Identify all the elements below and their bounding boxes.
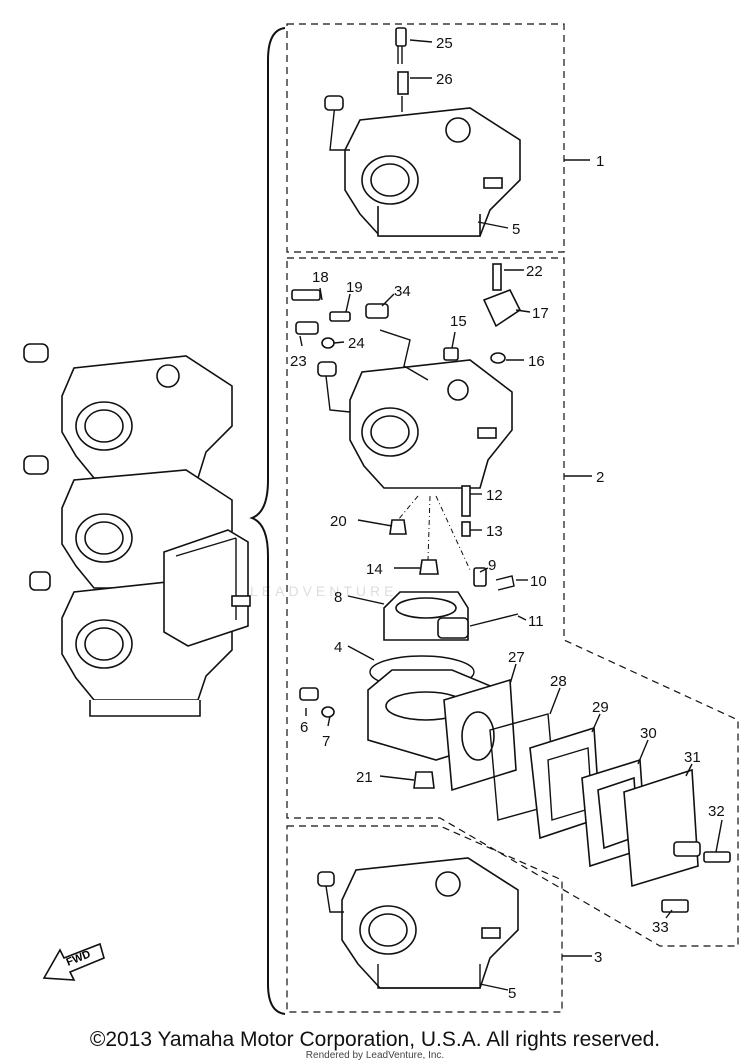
callout-15: 15 (450, 313, 467, 330)
callout-33: 33 (652, 919, 669, 936)
callout-10: 10 (530, 573, 547, 590)
carburetor-stack-drawing (23, 343, 251, 717)
callout-11: 11 (528, 613, 544, 630)
leader-lines (299, 39, 723, 991)
callout-6: 6 (300, 719, 308, 736)
rendered-by-text: Rendered by LeadVenture, Inc. (305, 1050, 445, 1061)
carburetor-1-drawing (324, 27, 521, 237)
assembly-brace (249, 27, 286, 1015)
callout-18: 18 (312, 269, 329, 286)
callout-19: 19 (346, 279, 363, 296)
callout-14: 14 (366, 561, 383, 578)
callout-4: 4 (334, 639, 342, 656)
callout-28: 28 (550, 673, 567, 690)
callout-25: 25 (436, 35, 453, 52)
callout-13: 13 (486, 523, 503, 540)
callout-3: 3 (594, 949, 602, 966)
callout-20: 20 (330, 513, 347, 530)
callout-5-bottom: 5 (508, 985, 516, 1002)
fwd-arrow-icon: FWD (42, 942, 105, 981)
fuel-pump-parts-drawing (443, 678, 731, 913)
callout-12: 12 (486, 487, 503, 504)
callout-8: 8 (334, 589, 342, 606)
callout-34: 34 (394, 283, 411, 300)
carburetor-3-drawing (317, 857, 519, 989)
callout-30: 30 (640, 725, 657, 742)
group-box-3 (286, 825, 563, 1013)
callout-5-top: 5 (512, 221, 520, 238)
callout-2: 2 (596, 469, 604, 486)
callout-27: 27 (508, 649, 525, 666)
callout-32: 32 (708, 803, 725, 820)
callout-23: 23 (290, 353, 307, 370)
group-box-1 (286, 23, 565, 253)
callout-21: 21 (356, 769, 373, 786)
watermark-text: LEADVENTURE (250, 583, 397, 599)
callout-1: 1 (596, 153, 604, 170)
callout-31: 31 (684, 749, 701, 766)
callout-17: 17 (532, 305, 549, 322)
callout-7: 7 (322, 733, 330, 750)
copyright-notice: ©2013 Yamaha Motor Corporation, U.S.A. A… (89, 1028, 661, 1051)
callout-29: 29 (592, 699, 609, 716)
callout-26: 26 (436, 71, 453, 88)
callout-22: 22 (526, 263, 543, 280)
callout-16: 16 (528, 353, 545, 370)
callout-9: 9 (488, 557, 496, 574)
callout-24: 24 (348, 335, 365, 352)
